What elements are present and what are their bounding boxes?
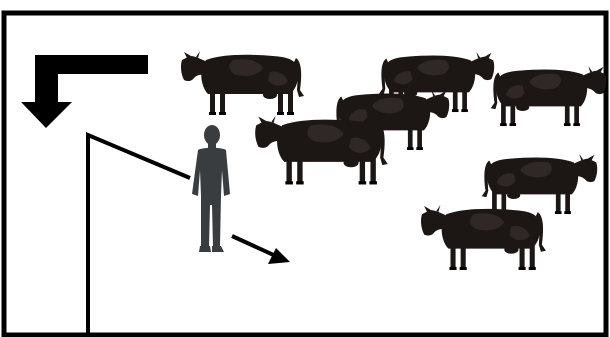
- cow-icon: [421, 205, 546, 270]
- path-line: [88, 135, 190, 333]
- standing-person-icon: [192, 125, 230, 252]
- cow-icon: [255, 116, 388, 185]
- cow-icon: [181, 51, 304, 115]
- cattle-group: [181, 51, 606, 270]
- cow-icon: [491, 66, 606, 126]
- diagonal-arrow-icon: [232, 236, 290, 264]
- cow-icon: [482, 154, 597, 214]
- turn-down-arrow-icon: [21, 55, 148, 128]
